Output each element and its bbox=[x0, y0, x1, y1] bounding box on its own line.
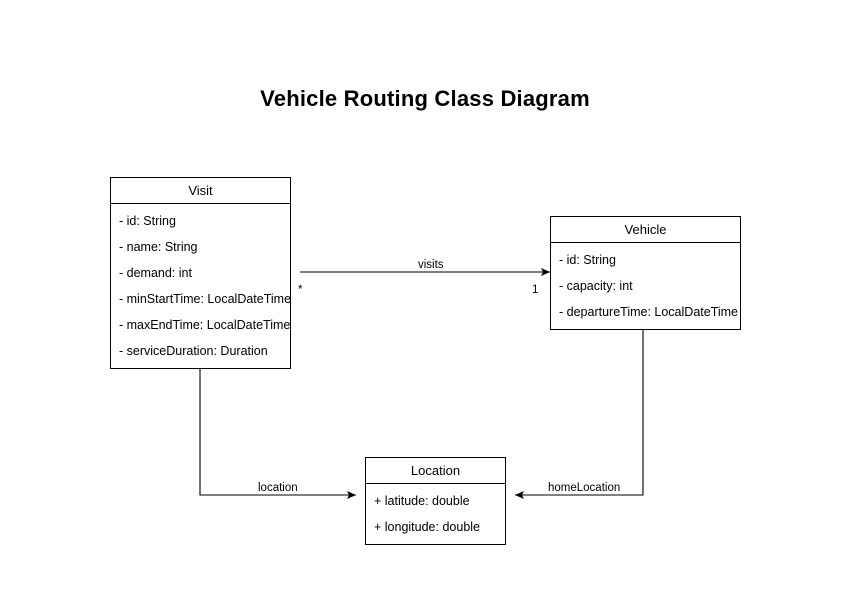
class-name-visit: Visit bbox=[111, 178, 290, 204]
edge-label-home-location: homeLocation bbox=[545, 482, 624, 494]
attribute-row: - departureTime: LocalDateTime bbox=[559, 305, 739, 319]
attribute-row: - serviceDuration: Duration bbox=[119, 344, 268, 358]
class-attributes-vehicle: - id: String - capacity: int - departure… bbox=[551, 243, 740, 329]
class-attributes-visit: - id: String - name: String - demand: in… bbox=[111, 204, 292, 368]
class-box-location[interactable]: Location + latitude: double + longitude:… bbox=[365, 457, 506, 545]
attribute-row: - id: String bbox=[559, 253, 616, 267]
class-box-visit[interactable]: Visit - id: String - name: String - dema… bbox=[110, 177, 291, 369]
attribute-row: - demand: int bbox=[119, 266, 192, 280]
multiplicity-vehicle: 1 bbox=[532, 284, 539, 296]
attribute-row: - maxEndTime: LocalDateTime bbox=[119, 318, 291, 332]
class-name-location: Location bbox=[366, 458, 505, 484]
class-attributes-location: + latitude: double + longitude: double bbox=[366, 484, 505, 544]
edge-home-location bbox=[515, 321, 644, 499]
attribute-row: + latitude: double bbox=[374, 494, 470, 508]
attribute-row: - name: String bbox=[119, 240, 198, 254]
edge-location bbox=[199, 360, 356, 499]
attribute-row: + longitude: double bbox=[374, 520, 480, 534]
attribute-row: - minStartTime: LocalDateTime bbox=[119, 292, 292, 306]
class-box-vehicle[interactable]: Vehicle - id: String - capacity: int - d… bbox=[550, 216, 741, 330]
class-name-vehicle: Vehicle bbox=[551, 217, 740, 243]
multiplicity-visit: * bbox=[298, 284, 303, 296]
edge-label-location: location bbox=[255, 482, 301, 494]
page-title: Vehicle Routing Class Diagram bbox=[260, 86, 590, 111]
attribute-row: - id: String bbox=[119, 214, 176, 228]
attribute-row: - capacity: int bbox=[559, 279, 633, 293]
edge-label-visits: visits bbox=[415, 259, 447, 271]
